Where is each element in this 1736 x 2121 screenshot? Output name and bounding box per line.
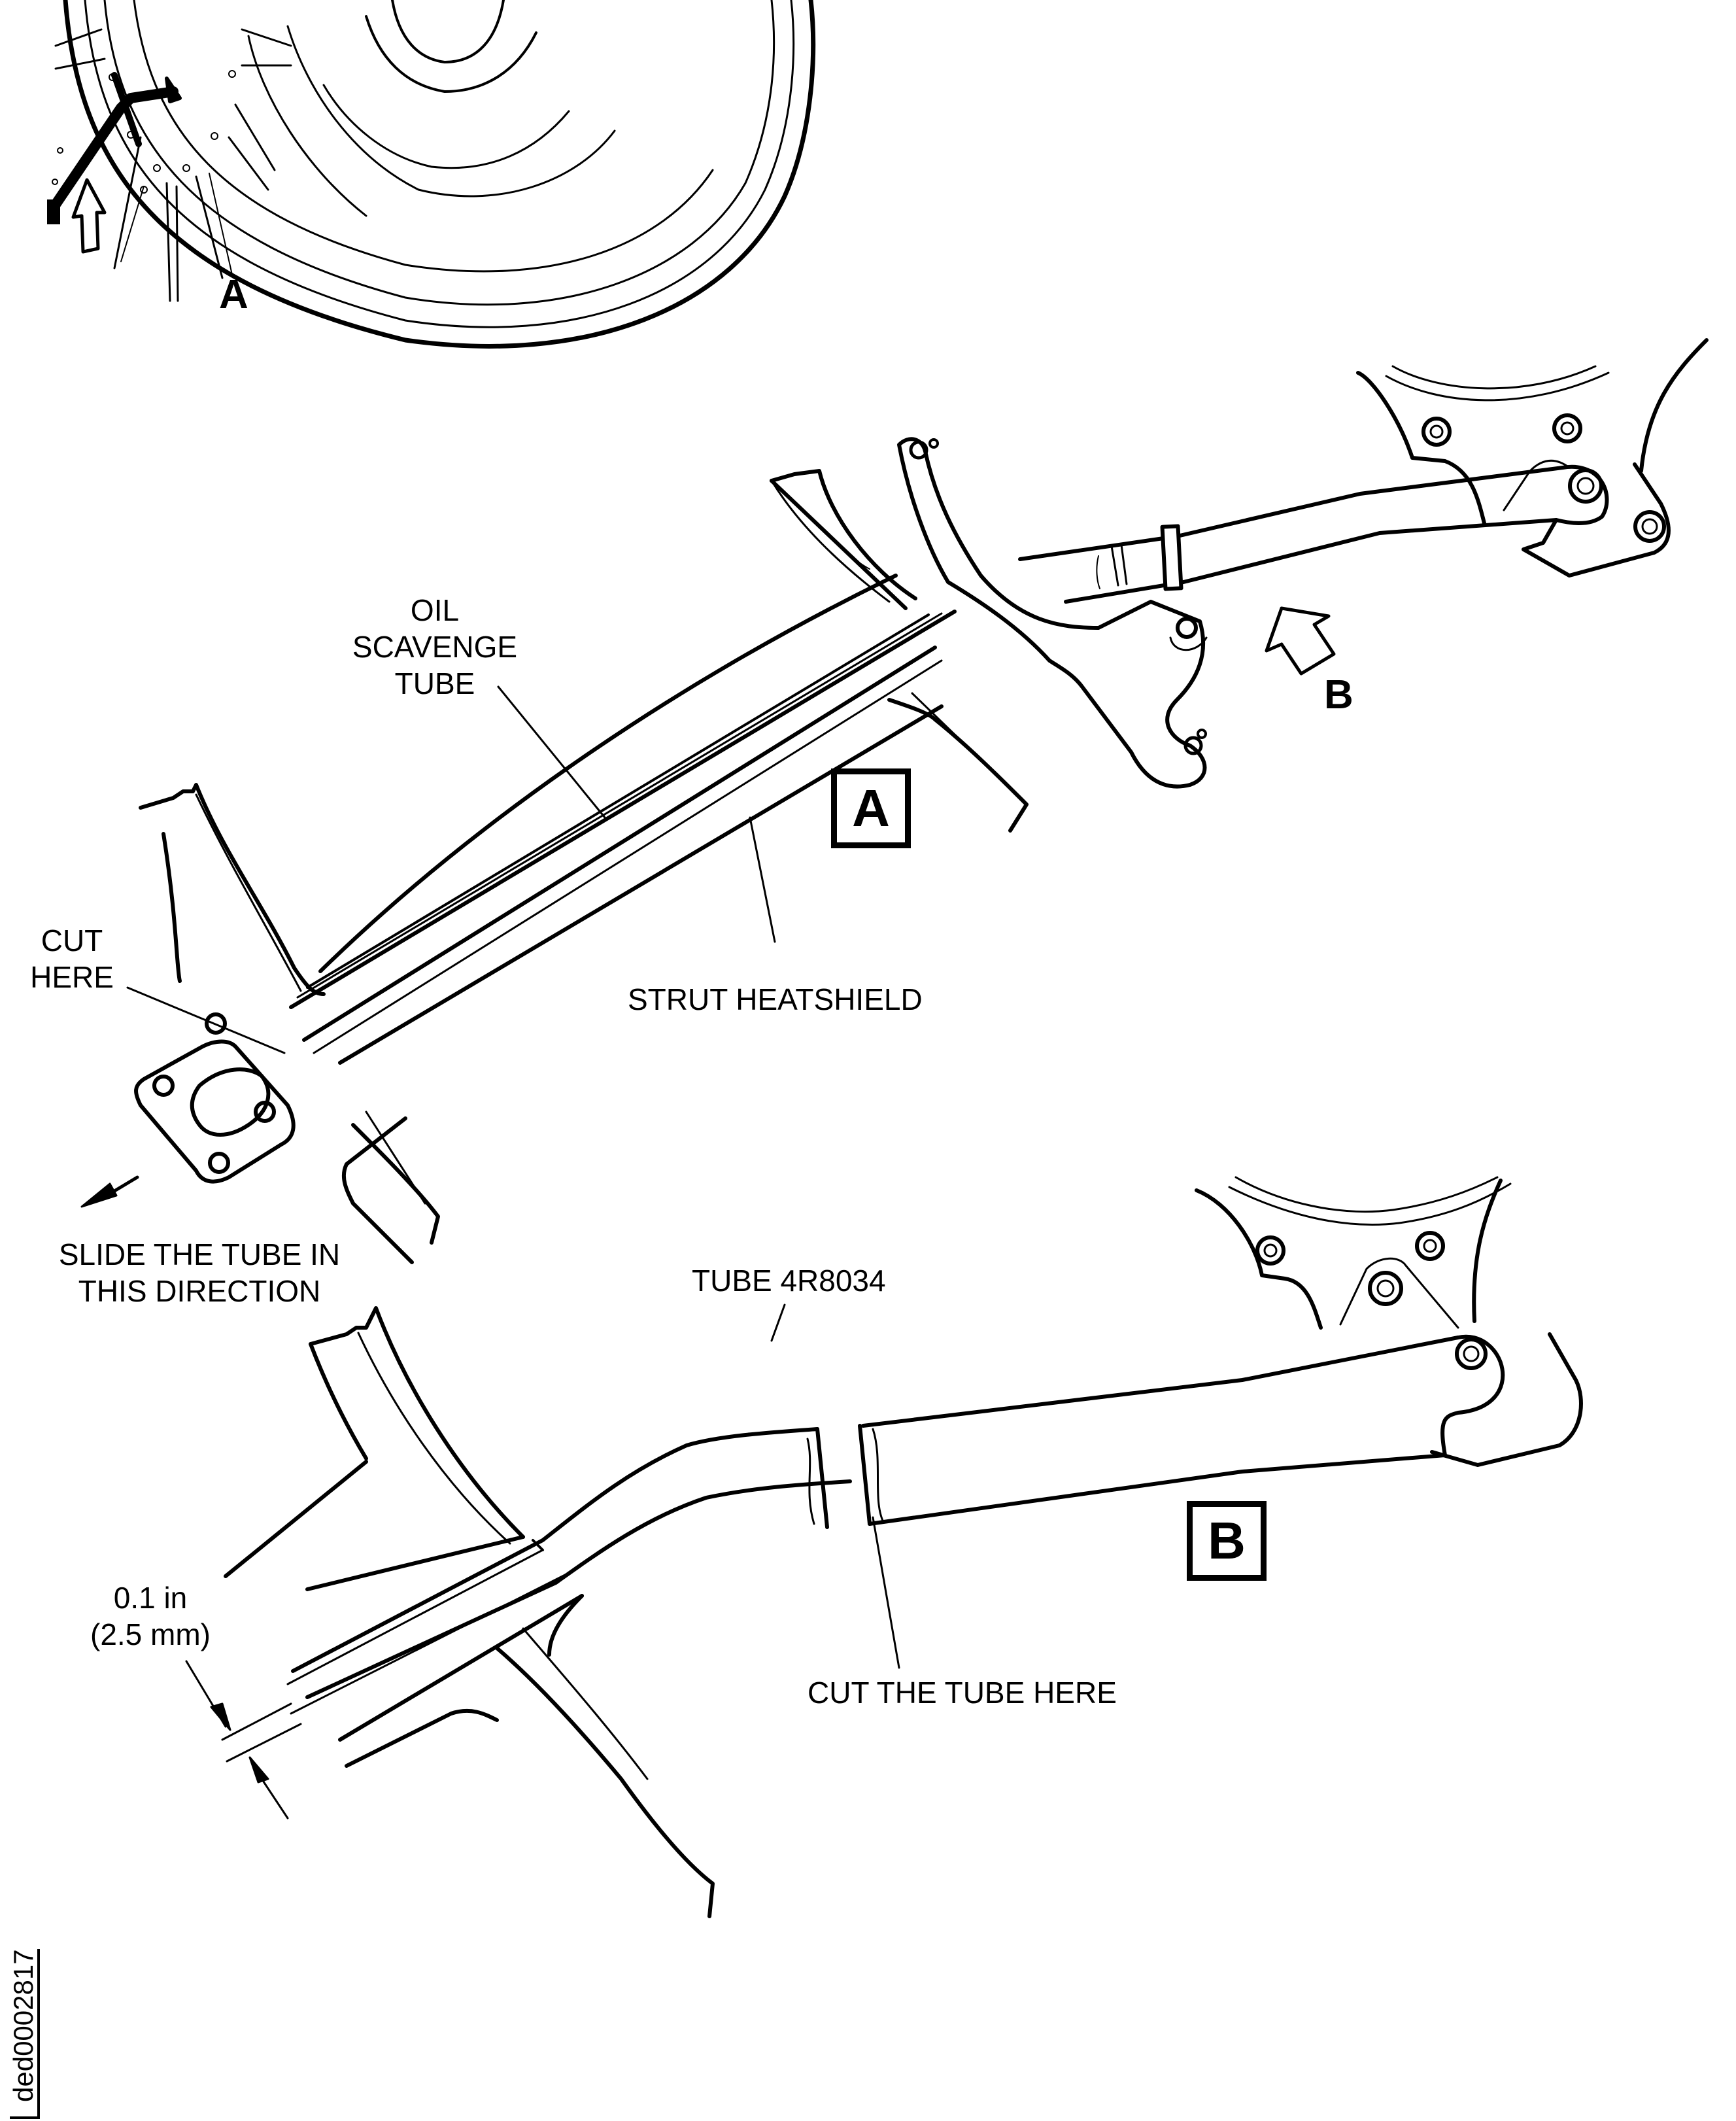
tube-part-number-label: TUBE 4R8034 (692, 1264, 886, 1298)
view-b-drawing (185, 1176, 1583, 1918)
dimension-label: 0.1 in (2.5 mm) (82, 1579, 219, 1653)
document-id: ded0002817 (8, 1949, 40, 2119)
locator-view-label-a: A (219, 272, 248, 317)
oil-scavenge-tube-line-3: TUBE (394, 666, 475, 700)
dimension-arrow-top-icon (210, 1702, 231, 1731)
view-a-drawing (80, 338, 1709, 1264)
mount-flange (134, 1039, 296, 1184)
view-arrow-b-label: B (1324, 672, 1353, 717)
view-arrow-b-icon (1265, 606, 1336, 676)
oil-scavenge-tube-line-2: SCAVENGE (352, 630, 518, 664)
dimension-inches: 0.1 in (113, 1581, 188, 1615)
cut-here-label: CUT HERE (26, 922, 118, 995)
strut-heatshield-label: STRUT HEATSHIELD (628, 982, 923, 1016)
slide-direction-label: SLIDE THE TUBE IN THIS DIRECTION (43, 1236, 356, 1309)
slide-direction-arrow-icon (80, 1182, 118, 1208)
dimension-arrow-bottom-icon (248, 1756, 269, 1784)
dimension-millimeters: (2.5 mm) (90, 1617, 211, 1651)
oil-scavenge-tube-line-1: OIL (410, 593, 460, 627)
oil-scavenge-tube-label: OIL SCAVENGE TUBE (327, 592, 543, 702)
engine-frame-locator (47, 0, 816, 349)
slide-direction-line-1: SLIDE THE TUBE IN (58, 1237, 341, 1271)
cut-the-tube-here-label: CUT THE TUBE HERE (808, 1676, 1117, 1710)
view-b-box: B (1187, 1501, 1267, 1581)
view-a-box: A (831, 768, 911, 848)
tube-clamp (1160, 524, 1183, 591)
cut-here-line-2: HERE (30, 960, 114, 994)
slide-direction-line-2: THIS DIRECTION (78, 1274, 321, 1308)
cut-here-line-1: CUT (41, 923, 103, 957)
mount-bracket (897, 437, 1207, 789)
view-arrow-a-icon (71, 178, 107, 254)
